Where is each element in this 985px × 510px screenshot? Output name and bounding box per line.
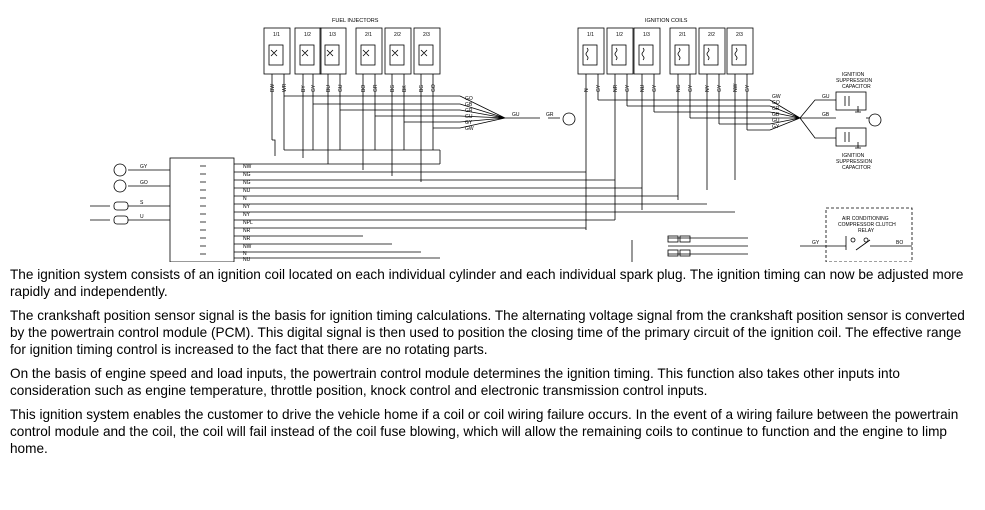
coil-label: 2/2 bbox=[708, 32, 715, 38]
wire-code: GY bbox=[465, 120, 473, 126]
pcm-wire-code: NU bbox=[243, 188, 251, 194]
ignition-coil-group bbox=[577, 27, 754, 75]
ac-relay-caption: COMPRESSOR CLUTCH bbox=[838, 222, 896, 228]
pcm-wire-code: NY bbox=[243, 204, 251, 210]
wire-code: GY bbox=[625, 84, 631, 92]
injector-label: 2/1 bbox=[365, 32, 372, 38]
injector-label: 1/1 bbox=[273, 32, 280, 38]
wire-code: GY bbox=[596, 84, 602, 92]
sensor-wire-code: GY bbox=[140, 164, 148, 170]
coil-label: 1/1 bbox=[587, 32, 594, 38]
wire-code: GB bbox=[465, 102, 473, 108]
injector-label: 1/3 bbox=[329, 32, 336, 38]
wire-code: GR bbox=[465, 108, 473, 114]
ac-relay-caption: AIR CONDITIONING bbox=[842, 216, 889, 222]
coil-label: 1/2 bbox=[616, 32, 623, 38]
wire-code: GY bbox=[745, 84, 751, 92]
wire-code: GU bbox=[465, 114, 473, 120]
wire-code: BW bbox=[270, 84, 276, 92]
capacitor-wire-label: GB bbox=[822, 112, 830, 118]
capacitor-caption: CAPACITOR bbox=[842, 165, 871, 171]
capacitor-caption: IGNITION bbox=[842, 72, 865, 78]
sensor-wire-code: S bbox=[140, 200, 144, 206]
wire-code: GY bbox=[717, 84, 723, 92]
pcm-wire-code: NG bbox=[243, 172, 251, 178]
pcm-wire-code: NR bbox=[243, 228, 251, 234]
description-text: The ignition system consists of an ignit… bbox=[10, 266, 980, 464]
coil-label: 1/3 bbox=[643, 32, 650, 38]
fuel-injectors-title: FUEL INJECTORS bbox=[332, 18, 379, 24]
fuel-injector-group bbox=[263, 27, 441, 75]
capacitor-caption: CAPACITOR bbox=[842, 84, 871, 90]
ac-relay-caption: RELAY bbox=[858, 228, 875, 234]
wire-code: BO bbox=[896, 240, 903, 246]
pcm-wire-code: N bbox=[243, 251, 247, 257]
ignition-coils-title: IGNITION COILS bbox=[645, 18, 688, 24]
wire-code: GO bbox=[772, 100, 780, 106]
wire-code: GW bbox=[772, 94, 781, 100]
wire-code: GW bbox=[465, 126, 474, 132]
wire-code: GU bbox=[338, 84, 344, 92]
paragraph: On the basis of engine speed and load in… bbox=[10, 366, 900, 398]
pcm-wire-code: NY bbox=[243, 212, 251, 218]
wire-code: GY bbox=[812, 240, 820, 246]
pcm-wire-code: NR bbox=[243, 236, 251, 242]
wire-code: BG bbox=[419, 85, 425, 92]
wire-code: BU bbox=[326, 85, 332, 92]
wire-code: GR bbox=[373, 84, 379, 92]
wire-code: GO bbox=[431, 84, 437, 92]
wire-code: GB bbox=[772, 112, 780, 118]
wire-code: NY bbox=[705, 84, 711, 92]
pcm-wire-code: NW bbox=[243, 244, 252, 250]
wire-code: BO bbox=[361, 85, 367, 92]
coil-label: 2/1 bbox=[679, 32, 686, 38]
pcm-wire-code: NPL bbox=[243, 220, 253, 226]
wire-code: BK bbox=[402, 85, 408, 92]
wire-code: GY bbox=[688, 84, 694, 92]
wire-code: BG bbox=[390, 85, 396, 92]
sensor-wire-code: U bbox=[140, 214, 144, 220]
wire-code: GY bbox=[772, 124, 780, 130]
capacitor-caption: SUPPRESSION bbox=[836, 78, 873, 84]
wire-code: GU bbox=[772, 118, 780, 124]
wire-code: NR bbox=[613, 84, 619, 92]
wire-code: GY bbox=[652, 84, 658, 92]
injector-label: 2/2 bbox=[394, 32, 401, 38]
pcm-connector bbox=[169, 157, 235, 262]
splice-label: GU bbox=[512, 112, 520, 118]
capacitor-wire-label: GU bbox=[822, 94, 830, 100]
wiring-diagram: FUEL INJECTORS IGNITION COILS 1/1 1/2 1/… bbox=[90, 18, 913, 262]
capacitor-caption: SUPPRESSION bbox=[836, 159, 873, 165]
coil-label: 2/3 bbox=[736, 32, 743, 38]
injector-label: 2/3 bbox=[423, 32, 430, 38]
wire-code: BY bbox=[301, 85, 307, 92]
splice-out-label: GR bbox=[546, 112, 554, 118]
injector-label: 1/2 bbox=[304, 32, 311, 38]
sensor-wire-code: GO bbox=[140, 180, 148, 186]
pcm-wire-code: NG bbox=[243, 180, 251, 186]
wire-code: GO bbox=[465, 96, 473, 102]
pcm-wire-code: NU bbox=[243, 257, 251, 262]
paragraph: This ignition system enables the custome… bbox=[10, 407, 959, 456]
paragraph: The crankshaft position sensor signal is… bbox=[10, 308, 965, 357]
wire-code: NW bbox=[733, 83, 739, 92]
wire-code: WR bbox=[282, 83, 288, 92]
wire-code: N bbox=[584, 88, 590, 92]
pcm-wire-code: NW bbox=[243, 164, 252, 170]
wire-code: GY bbox=[311, 84, 317, 92]
wire-code: NG bbox=[676, 84, 682, 92]
wire-code: NU bbox=[640, 84, 646, 92]
pcm-wire-code: N bbox=[243, 196, 247, 202]
capacitor-caption: IGNITION bbox=[842, 153, 865, 159]
wire-code: GR bbox=[772, 106, 780, 112]
paragraph: The ignition system consists of an ignit… bbox=[10, 267, 964, 299]
